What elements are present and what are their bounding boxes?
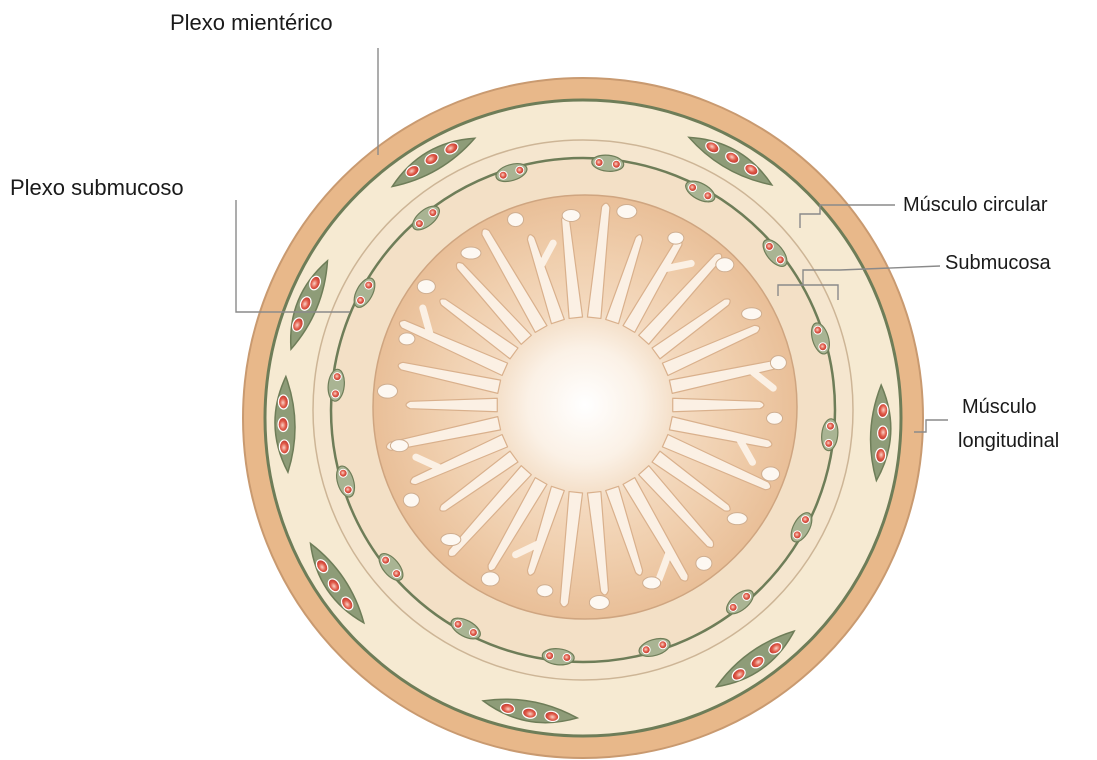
label-submucosal-plexus: Plexo submucoso	[10, 175, 184, 200]
submucosal-neuron-0-b	[595, 159, 603, 167]
gland-8	[441, 534, 461, 546]
gland-0	[767, 412, 783, 424]
gland-4	[643, 577, 661, 589]
gland-6	[537, 585, 553, 597]
submucosal-neuron-7-b	[659, 641, 667, 649]
submucosal-neuron-5-a	[793, 531, 801, 539]
gland-16	[562, 210, 580, 222]
submucosal-neuron-10-a	[382, 556, 390, 564]
submucosal-neuron-10-b	[393, 570, 401, 578]
submucosal-neuron-9-b	[469, 628, 477, 636]
label-myenteric-plexus: Plexo mientérico	[170, 10, 333, 35]
gland-15	[508, 213, 524, 227]
submucosal-neuron-12-b	[332, 390, 340, 398]
submucosal-neuron-4-a	[825, 439, 833, 447]
myenteric-neuron-6-2	[278, 395, 288, 409]
label-circular-muscle: Músculo circular	[903, 194, 1048, 216]
gland-21	[770, 356, 786, 370]
submucosal-neuron-7-a	[642, 646, 650, 654]
gland-7	[481, 572, 499, 586]
gland-5	[589, 595, 609, 609]
submucosal-neuron-13-b	[357, 296, 365, 304]
gland-10	[390, 440, 408, 452]
gland-18	[668, 232, 684, 244]
gland-14	[461, 247, 481, 259]
myenteric-neuron-6-1	[278, 417, 288, 431]
gland-19	[716, 258, 734, 272]
gland-11	[377, 384, 397, 398]
gland-1	[762, 467, 780, 481]
gland-3	[696, 556, 712, 570]
myenteric-neuron-2-2	[875, 448, 886, 462]
submucosal-neuron-4-b	[826, 422, 834, 430]
submucosal-neuron-3-a	[819, 343, 827, 351]
myenteric-neuron-2-0	[878, 403, 889, 417]
submucosal-neuron-2-a	[776, 256, 784, 264]
submucosal-neuron-9-a	[454, 620, 462, 628]
gland-13	[417, 280, 435, 294]
label-longitudinal-muscle-line2: longitudinal	[958, 430, 1059, 452]
gland-17	[617, 204, 637, 218]
gland-9	[403, 493, 419, 507]
gland-2	[727, 513, 747, 525]
submucosal-neuron-15-a	[516, 166, 524, 174]
label-submucosa: Submucosa	[945, 252, 1051, 274]
submucosal-neuron-2-b	[765, 242, 773, 250]
submucosal-neuron-5-b	[801, 516, 809, 524]
submucosal-neuron-13-a	[365, 281, 373, 289]
submucosal-neuron-12-a	[333, 373, 341, 381]
submucosal-neuron-3-b	[814, 326, 822, 334]
submucosal-neuron-6-a	[729, 603, 737, 611]
submucosal-neuron-8-b	[563, 653, 571, 661]
myenteric-neuron-6-0	[279, 440, 289, 454]
submucosal-neuron-14-b	[415, 220, 423, 228]
submucosal-neuron-14-a	[429, 209, 437, 217]
submucosal-neuron-8-a	[546, 652, 554, 660]
submucosal-neuron-15-b	[499, 171, 507, 179]
gland-12	[399, 333, 415, 345]
submucosal-neuron-11-a	[339, 469, 347, 477]
submucosal-neuron-1-b	[689, 184, 697, 192]
submucosal-neuron-1-a	[704, 192, 712, 200]
submucosal-neuron-0-a	[612, 160, 620, 168]
submucosal-neuron-11-b	[344, 486, 352, 494]
myenteric-neuron-2-1	[877, 426, 888, 440]
label-longitudinal-muscle-line1: Músculo	[962, 396, 1036, 418]
gland-20	[742, 308, 762, 320]
submucosal-neuron-6-b	[743, 592, 751, 600]
